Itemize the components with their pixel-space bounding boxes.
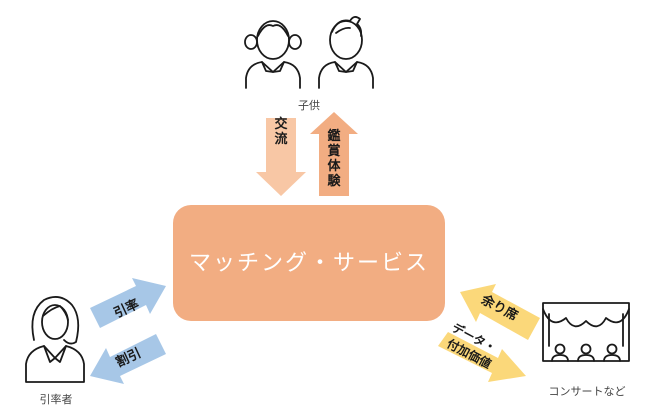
theater-icon bbox=[542, 302, 630, 362]
viewing-experience-arrow-up bbox=[310, 112, 358, 196]
viewing-experience-label: 鑑賞体験 bbox=[327, 128, 341, 189]
girl-icon bbox=[244, 20, 302, 89]
data-value-arrow bbox=[438, 332, 526, 382]
matching-service-box bbox=[173, 205, 445, 321]
spare-seats-arrow bbox=[460, 284, 540, 340]
boy-icon bbox=[318, 16, 374, 89]
discount-arrow-left bbox=[90, 334, 166, 384]
concert-caption: コンサートなど bbox=[549, 385, 626, 398]
children-caption: 子供 bbox=[298, 98, 320, 112]
exchange-arrow-down bbox=[256, 118, 306, 196]
matching-service-label: マッチング・サービス bbox=[189, 251, 429, 276]
guardian-caption: 引率者 bbox=[40, 392, 73, 406]
escort-arrow-right bbox=[90, 278, 166, 328]
exchange-label: 交流 bbox=[274, 116, 287, 147]
woman-icon bbox=[25, 296, 85, 383]
